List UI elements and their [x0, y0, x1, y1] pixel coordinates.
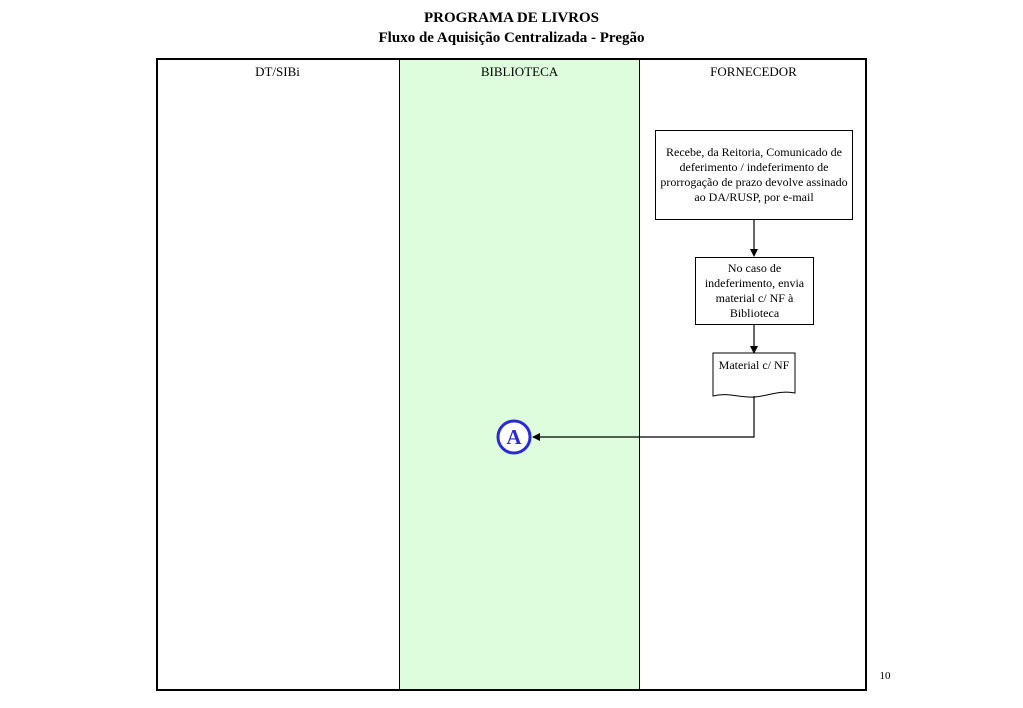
- page-number: 10: [879, 670, 891, 682]
- lane-header-fornecedor: FORNECEDOR: [710, 64, 797, 79]
- diagram-title: PROGRAMA DE LIVROS: [423, 10, 599, 26]
- document-material-nf-text: Material c/ NF: [718, 358, 790, 372]
- swimlane-frame: [156, 58, 867, 691]
- step-envia-material: No caso de indeferimento, envia material…: [695, 257, 814, 325]
- connector-a-circle: [496, 419, 532, 455]
- connector-a-label: A: [506, 425, 522, 449]
- lane-biblioteca: [399, 58, 640, 691]
- step-recebe-comunicado-text: Recebe, da Reitoria, Comunicado de defer…: [660, 145, 848, 204]
- step-envia-material-text: No caso de indeferimento, envia material…: [704, 261, 805, 320]
- diagram-subtitle: Fluxo de Aquisição Centralizada - Pregão: [378, 30, 645, 46]
- step-recebe-comunicado: Recebe, da Reitoria, Comunicado de defer…: [655, 130, 853, 220]
- lane-dt-sibi: [156, 58, 399, 691]
- lane-header-biblioteca: BIBLIOTECA: [480, 64, 559, 79]
- arrow-material-to-connector-a: [532, 396, 755, 441]
- lane-header-dt-sibi: DT/SIBi: [255, 64, 300, 79]
